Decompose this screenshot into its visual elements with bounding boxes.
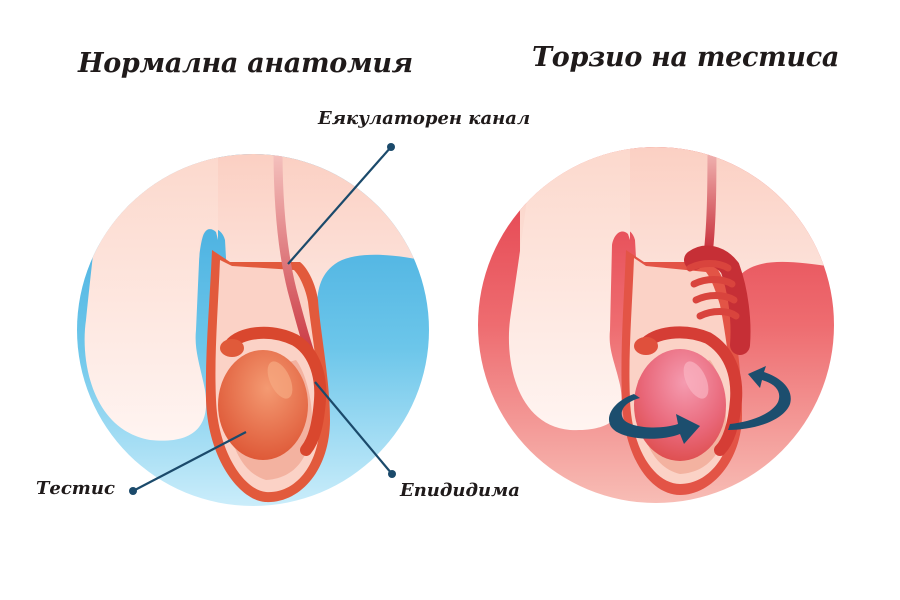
title-normal-anatomy: Нормална анатомия <box>78 48 413 79</box>
label-ejaculatory-duct: Еякулаторен канал <box>318 108 531 129</box>
label-testis: Тестис <box>36 478 115 499</box>
title-testicular-torsion: Торзио на тестиса <box>532 42 840 73</box>
spermatic-cord-shape <box>703 147 717 260</box>
pointer-dot-icon <box>388 470 396 478</box>
testis-shape <box>218 350 308 460</box>
pointer-dot-icon <box>387 143 395 151</box>
label-epididymis: Епидидима <box>400 480 520 501</box>
rotation-arrows-icon <box>608 366 791 444</box>
penis-shape <box>508 147 630 431</box>
torsion-illustration <box>478 147 834 503</box>
penis-shape <box>84 154 218 441</box>
normal-anatomy-illustration <box>77 154 429 506</box>
pointer-lines <box>129 143 396 495</box>
twisted-cord-shape <box>684 245 751 355</box>
testis-shape <box>634 349 726 461</box>
pointer-dot-icon <box>129 487 137 495</box>
epididymis-shape <box>224 326 327 456</box>
